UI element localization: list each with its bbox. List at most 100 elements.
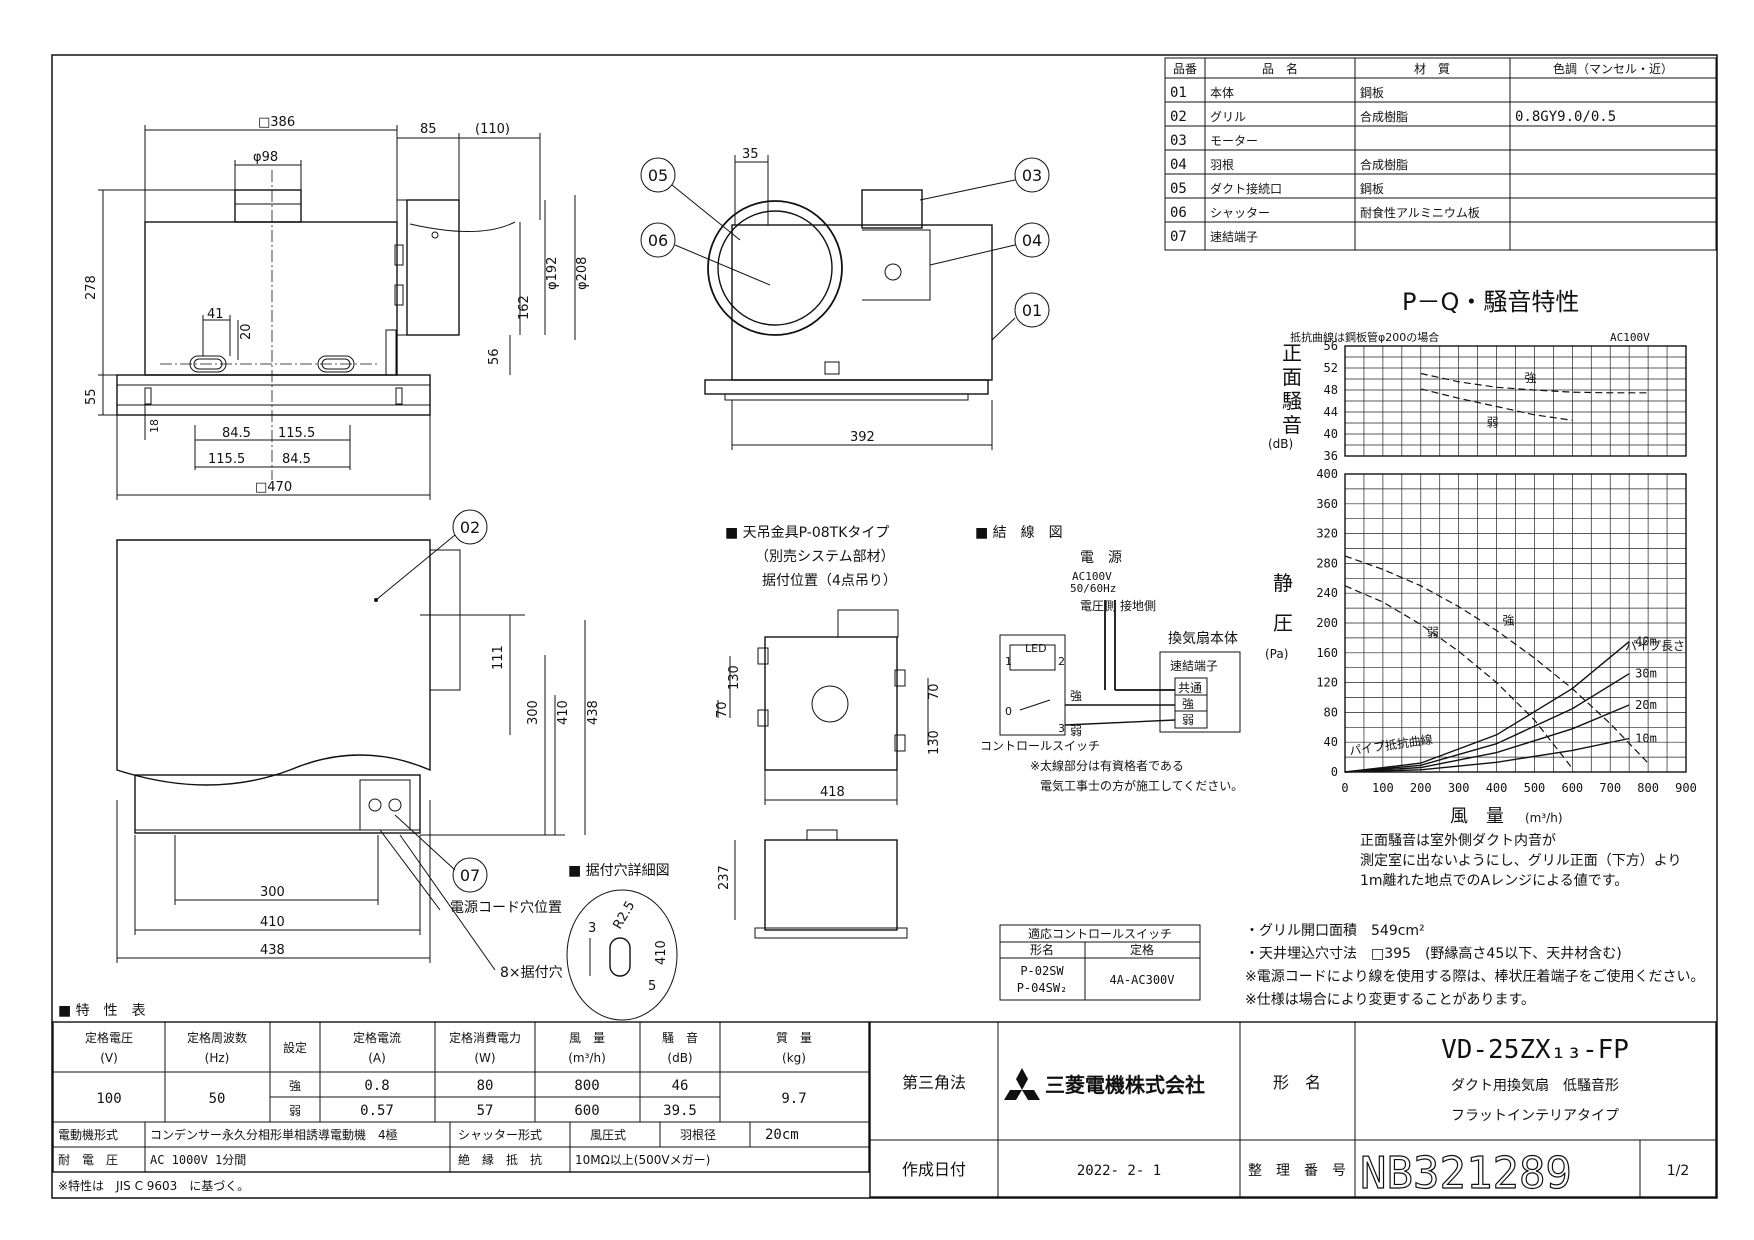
pq-ylabel-char: 圧: [1273, 611, 1293, 635]
callout-03: 03: [1022, 166, 1042, 185]
parts-row-no: 06: [1170, 205, 1187, 221]
dim-438: 438: [260, 943, 285, 958]
spec-strong-label: 強: [289, 1079, 301, 1093]
noise-ytick-label: 52: [1324, 361, 1338, 375]
noise-ytick-label: 40: [1324, 427, 1338, 441]
spec-u-freq: (Hz): [205, 1051, 230, 1065]
spec-h-power: 定格消費電力: [449, 1030, 521, 1045]
pq-y-label: 静 圧 (Pa): [1265, 571, 1293, 661]
noise-ylabel-char: 面: [1282, 365, 1302, 389]
title-projection: 第三角法: [902, 1073, 966, 1092]
bracket-dim-418: 418: [820, 785, 845, 800]
pq-xtick-label: 300: [1448, 781, 1470, 795]
pq-ytick-label: 40: [1324, 735, 1338, 749]
spec-shutter-label: シャッター形式: [458, 1128, 542, 1142]
spec-insulation-label: 絶 縁 抵 抗: [458, 1152, 542, 1167]
note-change: ※仕様は場合により変更することがあります。: [1245, 991, 1535, 1008]
pq-ytick-label: 280: [1316, 556, 1338, 570]
spec-blade-value: 20cm: [765, 1127, 799, 1143]
dim-115-5-a: 115.5: [278, 426, 315, 441]
wiring-hz: 50/60Hz: [1070, 582, 1116, 595]
noise-ylabel-char: 正: [1282, 341, 1302, 365]
pq-series-line: [1344, 555, 1649, 764]
parts-header-material: 材 質: [1414, 61, 1450, 76]
spec-strong-flow: 800: [574, 1078, 599, 1094]
mitsubishi-logo: [1004, 1068, 1040, 1100]
spec-footnote: ※特性は JIS C 9603 に基づく。: [58, 1178, 249, 1193]
parts-row-name: モーター: [1210, 134, 1258, 148]
dim-300-v: 300: [526, 700, 541, 725]
spec-blade-label: 羽根径: [680, 1128, 716, 1142]
parts-row-material: 鋼板: [1360, 86, 1384, 100]
parts-row-no: 02: [1170, 109, 1187, 125]
front-view: □386 85 (110) φ98 278 55 18 41 20 162 φ1…: [84, 115, 590, 500]
title-model: VD-25ZX₁₃-FP: [1441, 1035, 1629, 1065]
bracket-sub1: （別売システム部材）: [755, 549, 895, 565]
noise-series-line: [1420, 372, 1649, 394]
spec-u-current: (A): [368, 1051, 386, 1065]
spec-weak-current: 0.57: [360, 1103, 394, 1119]
pq-series-label: 弱: [1427, 625, 1439, 639]
spec-u-power: (W): [474, 1051, 495, 1065]
pipe-curve-label: 30m: [1635, 667, 1657, 681]
dim-300: 300: [260, 885, 285, 900]
spec-strong-power: 80: [477, 1078, 494, 1094]
chart-note-1: 正面騒音は室外側ダクト内音が: [1360, 832, 1556, 849]
parts-row-name: 速結端子: [1210, 230, 1258, 244]
callout-06: 06: [648, 231, 668, 250]
dim-phi192: φ192: [545, 257, 560, 290]
parts-table: 品番 品 名 材 質 色調（マンセル・近） 01 本体 鋼板 02 グリル 合成…: [1164, 57, 1717, 251]
title-block: 第三角法 三菱電機株式会社 形 名 VD-25ZX₁₃-FP ダクト用換気扇 低…: [869, 1021, 1717, 1200]
parts-row-name: ダクト接続口: [1210, 181, 1282, 196]
spec-h-setting: 設定: [283, 1040, 307, 1055]
spec-weak-power: 57: [477, 1103, 494, 1119]
spec-u-mass: (kg): [782, 1051, 806, 1065]
bottom-view: 111 300 410 438 300 410 438 02 07 電源コード穴…: [116, 509, 601, 981]
parts-row-no: 03: [1170, 133, 1187, 149]
spec-h-flow: 風 量: [569, 1031, 605, 1045]
parts-row-name: シャッター: [1210, 206, 1270, 220]
pq-xlabel: 風 量: [1450, 806, 1504, 827]
bracket-dim-70-a: 70: [715, 701, 730, 718]
dim-56: 56: [487, 348, 502, 365]
pq-series: 強弱: [1344, 555, 1649, 769]
pq-xtick-label: 200: [1410, 781, 1432, 795]
pq-chart-frame: [1345, 474, 1686, 772]
wiring-sw-weak: 弱: [1070, 724, 1082, 738]
note-grille: ・グリル開口面積 549cm²: [1245, 923, 1425, 939]
parts-row-name: 本体: [1210, 86, 1234, 100]
pq-xtick-label: 400: [1486, 781, 1508, 795]
pipe-length-label: パイプ長さ: [1625, 639, 1685, 653]
pq-xtick-label: 0: [1341, 781, 1348, 795]
pq-xtick-label: 900: [1675, 781, 1697, 795]
chart-note-2: 測定室に出ないようにし、グリル正面（下方）より: [1360, 852, 1681, 869]
spec-mass: 9.7: [781, 1091, 806, 1107]
title-number: NB321289: [1360, 1148, 1572, 1199]
wiring-t-common: 共通: [1178, 681, 1202, 695]
noise-chart-frame: [1345, 346, 1686, 456]
dim-110: (110): [475, 122, 510, 137]
chart-note-top: 抵抗曲線は鋼板管φ200の場合: [1290, 330, 1439, 344]
title-desc-2: フラットインテリアタイプ: [1451, 1108, 1619, 1124]
bracket-dim-237: 237: [717, 865, 732, 890]
spec-strong-noise: 46: [672, 1078, 689, 1094]
callout-05: 05: [648, 166, 668, 185]
control-switch-title: 適応コントロールスイッチ: [1028, 926, 1172, 941]
wiring-n2: 2: [1058, 655, 1065, 668]
pipe-curve-label: 40m: [1635, 635, 1657, 649]
wiring-n0: 0: [1005, 705, 1012, 718]
dim-278: 278: [84, 275, 99, 300]
pipe-curve-label: 20m: [1635, 698, 1657, 712]
pipe-curve-line: [1344, 641, 1630, 773]
hole-dim-5: 5: [648, 979, 656, 994]
noise-ylabel-char: 音: [1282, 413, 1302, 437]
dim-115-5-b: 115.5: [208, 452, 245, 467]
pq-xtick-label: 100: [1372, 781, 1394, 795]
dim-41: 41: [207, 307, 224, 322]
wiring-led: LED: [1025, 642, 1047, 655]
spec-withstand-value: AC 1000V 1分間: [150, 1153, 246, 1167]
parts-row-color: 0.8GY9.0/0.5: [1515, 109, 1616, 125]
